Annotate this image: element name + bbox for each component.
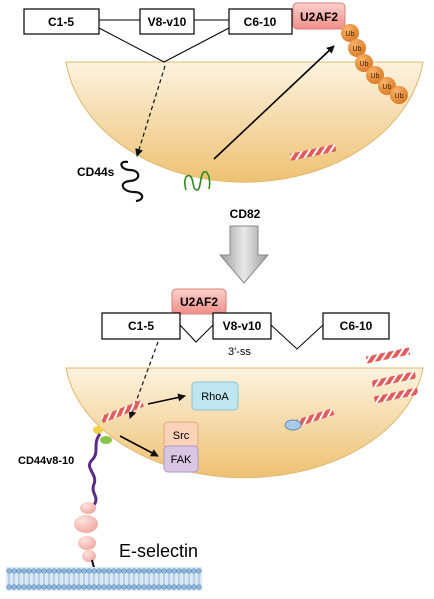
top-exon-c6-10 [228,8,293,35]
fak-label: FAK [171,454,192,466]
top-exon-c1-5-label: C1-5 [48,15,74,29]
svg-text:Ub: Ub [353,46,362,53]
bottom-splice-right [270,324,324,350]
src-label: Src [173,430,190,442]
endothelial-membrane [6,567,202,591]
rhoa-label: RhoA [201,391,229,403]
splice-site-label: 3′-ss [228,346,251,358]
top-exon-c1-5 [23,8,100,35]
svg-text:Ub: Ub [346,31,355,38]
svg-text:Ub: Ub [383,84,392,91]
cd44s-protein [120,160,144,203]
cd44v-label: CD44v8-10 [18,455,74,467]
cd44v-yellow-domain [93,426,103,434]
bottom-exon-v8-v10 [212,312,272,340]
actin-filament-3 [373,387,419,404]
bottom-exon-c1-5 [101,312,181,340]
bottom-exon-v8-v10-label: V8-v10 [223,319,262,333]
top-u2af2-box [292,2,346,30]
bottom-exon-c6-10 [322,312,390,340]
top-exon-v8-v10 [139,8,195,35]
e-selectin-label: E-selectin [119,541,198,561]
actin-filament-1 [365,347,411,364]
transition-arrow [218,225,270,284]
actin-cap [284,419,302,431]
svg-text:Ub: Ub [360,61,369,68]
top-u2af2-label: U2AF2 [300,10,338,24]
rhoa-box [191,381,239,411]
bottom-exon-c1-5-label: C1-5 [128,319,154,333]
cd82-protein [183,170,211,191]
arrow-to-fak [119,435,159,457]
bottom-u2af2-box [171,288,227,315]
cd44s-label: CD44s [77,165,115,179]
cd44v-green-domain [100,436,112,444]
actin-filament-4 [296,408,335,427]
cd82-to-u2af2-arrow [213,45,335,160]
bottom-splice-left [179,324,214,343]
cd82-label: CD82 [230,207,261,221]
svg-text:Ub: Ub [371,73,380,80]
cd44v-protein [88,433,102,506]
top-exon-v8-v10-label: V8-v10 [148,15,187,29]
ubiquitin-chain: Ub Ub Ub Ub Ub Ub [341,24,408,104]
cd44v-actin-filament [100,399,144,423]
fak-box [163,445,199,473]
bottom-cell [65,367,424,479]
top-cell [65,61,424,183]
bottom-exon-c6-10-label: C6-10 [340,319,373,333]
top-actin-filament [289,144,337,161]
bottom-u2af2-label: U2AF2 [180,295,218,309]
top-skip-line [98,27,230,63]
actin-filament-2 [371,371,417,388]
top-exon-c6-10-label: C6-10 [244,15,277,29]
arrow-to-rhoa [147,393,186,405]
top-dashed-arrow [135,65,166,157]
e-selectin-molecule [74,502,107,587]
svg-text:Ub: Ub [395,93,404,100]
